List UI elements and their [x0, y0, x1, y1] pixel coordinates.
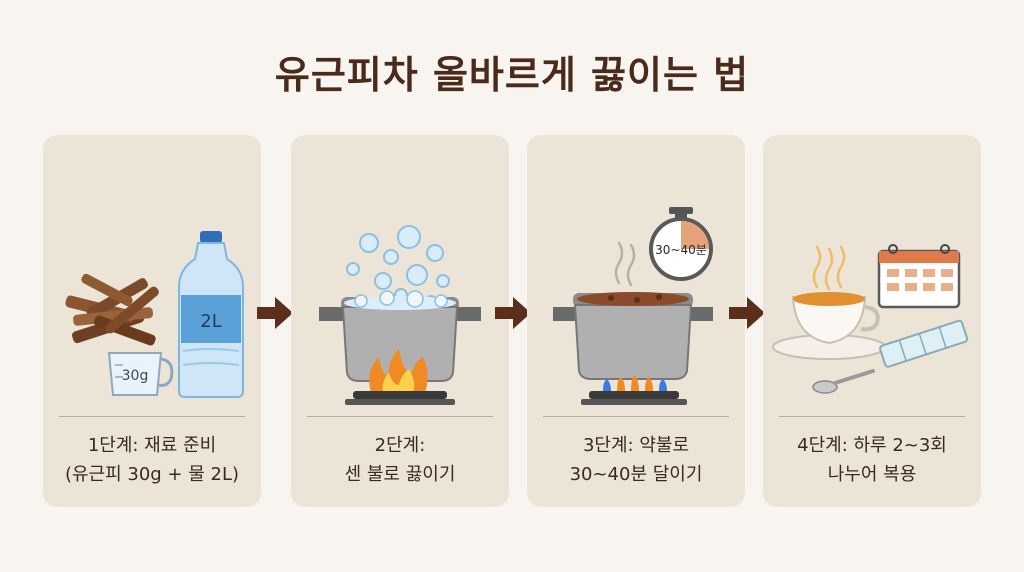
step-caption: 3단계: 약불로 30~40분 달이기 [531, 431, 741, 489]
arrow-right-icon [729, 297, 765, 329]
step3-illustration: 30~40분 [553, 207, 713, 405]
step-caption-line1: 1단계: 재료 준비 [87, 435, 217, 456]
boiling-pot-icon [319, 290, 481, 382]
arrow-right-icon [495, 297, 531, 329]
step-caption: 2단계: 센 불로 끓이기 [295, 431, 505, 489]
step-caption-line1: 4단계: 하루 2~3회 [797, 435, 947, 456]
step-caption-line2: 30~40분 달이기 [569, 464, 703, 485]
step-caption: 4단계: 하루 2~3회 나누어 복용 [767, 431, 977, 489]
bark-pile-icon [65, 273, 159, 346]
step-card-2: 2단계: 센 불로 끓이기 [291, 135, 509, 507]
simmering-pot-icon [553, 292, 713, 380]
calendar-icon [877, 244, 961, 309]
measuring-cup-icon: 30g [107, 352, 174, 396]
timer-label: 30~40분 [655, 243, 707, 257]
pill-organizer-icon [879, 319, 969, 368]
card-divider [779, 416, 965, 417]
water-bottle-icon: 2L [178, 231, 244, 398]
step2-illustration [319, 225, 481, 405]
step-caption-line1: 3단계: 약불로 [582, 435, 690, 456]
step1-illustration: 30g 2L [65, 231, 244, 398]
arrow-right-icon [257, 297, 293, 329]
page-title: 유근피차 올바르게 끓이는 법 [274, 53, 750, 97]
step-caption-line2: 나누어 복용 [827, 464, 917, 485]
step-caption-line2: (유근피 30g + 물 2L) [64, 464, 240, 485]
step-card-1: 30g 2L 1단계: 재료 준비 (유근피 30g + 물 2L) [43, 135, 261, 507]
steam-icon [614, 241, 636, 287]
stopwatch-icon: 30~40분 [649, 207, 713, 281]
steam-icon [812, 245, 846, 291]
tea-cup-icon [772, 292, 886, 360]
card-divider [543, 416, 729, 417]
low-flame-icon [581, 375, 687, 405]
cup-label: 30g [122, 368, 149, 384]
bottle-label: 2L [200, 311, 221, 332]
card-divider [59, 416, 245, 417]
step4-illustration [772, 244, 969, 394]
card-divider [307, 416, 493, 417]
step-caption-line2: 센 불로 끓이기 [344, 464, 456, 485]
step-caption-line1: 2단계: [374, 435, 426, 456]
step-card-4: 4단계: 하루 2~3회 나누어 복용 [763, 135, 981, 507]
step-card-3: 30~40분 3단계: 약불로 30~40분 달이기 [527, 135, 745, 507]
spoon-icon [812, 369, 875, 394]
strong-flame-icon [345, 349, 455, 405]
step-caption: 1단계: 재료 준비 (유근피 30g + 물 2L) [47, 431, 257, 489]
